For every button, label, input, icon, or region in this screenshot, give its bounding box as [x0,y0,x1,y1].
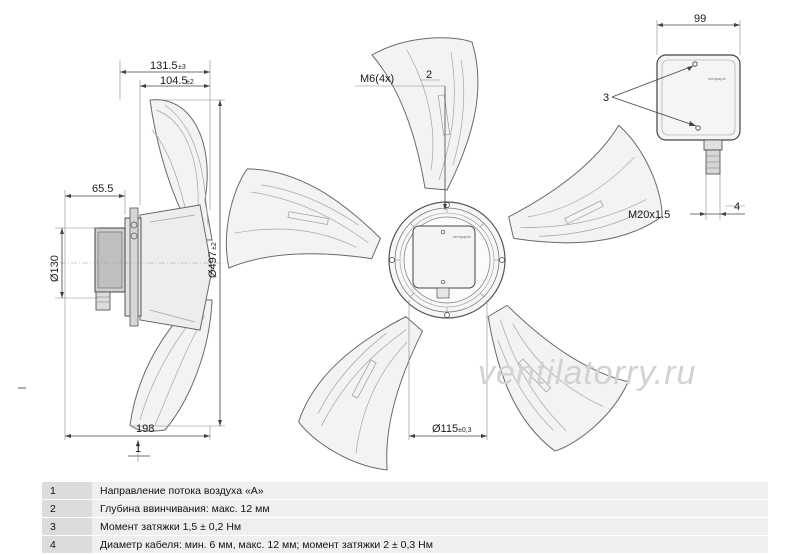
watermark-text: ventilatorry.ru [478,354,696,392]
dim-hub-diameter: Ø115 [432,423,458,435]
dim-depth-overall: 131.5 [150,60,178,72]
box-brand-label: ebmpapst [708,76,726,81]
side-view: 131.5 ±3 104.5 ±2 65.5 Ø130 Ø497 ±2 [18,60,225,462]
legend-row: 1 Направление потока воздуха «A» [42,482,768,500]
legend-text: Диаметр кабеля: мин. 6 мм, макс. 12 мм; … [92,535,768,554]
dim-box-width: 99 [694,13,706,25]
dim-depth-overall-tol: ±3 [178,64,186,71]
side-blade-upper [149,99,213,241]
callout-2: 2 [426,69,432,81]
dim-depth-blades: 104.5 [160,75,188,87]
side-blade-lower [129,299,213,432]
callout-4: 4 [734,201,740,213]
front-view: ebmpapst [211,37,669,478]
callout-1: 1 [135,443,141,455]
legend-row: 3 Момент затяжки 1,5 ± 0,2 Нм [42,517,768,536]
legend-num: 2 [42,499,92,518]
legend-row: 2 Глубина ввинчивания: макс. 12 мм [42,499,768,518]
dim-gland-thread: M20x1.5 [628,209,670,221]
terminal-box-detail: 99 ebmpapst 3 M20x1.5 4 [603,13,745,221]
legend-table: 1 Направление потока воздуха «A» 2 Глуби… [42,482,768,554]
dim-fan-diameter-tol: ±2 [211,242,218,250]
dim-screw-spec: M6(4x) [360,73,394,85]
legend-num: 1 [42,482,92,500]
legend-num: 3 [42,517,92,536]
dim-depth-blades-tol: ±2 [186,79,194,86]
dim-motor-offset: 65.5 [92,183,113,195]
front-dimensions: M6(4x) 2 Ø115 ±0,3 [355,69,488,440]
fan-dimension-drawing: 131.5 ±3 104.5 ±2 65.5 Ø130 Ø497 ±2 [18,13,745,478]
terminal-box [656,54,741,141]
callout-3: 3 [603,92,609,104]
legend-text: Глубина ввинчивания: макс. 12 мм [92,499,768,518]
dim-fan-diameter: Ø497 [207,251,219,278]
legend-text: Направление потока воздуха «A» [92,482,768,500]
hub-brand-label: ebmpapst [453,234,471,239]
dim-overall-length: 198 [136,423,154,435]
legend-num: 4 [42,535,92,554]
dim-hub-diameter-tol: ±0,3 [458,427,472,434]
dim-motor-diameter: Ø130 [49,255,61,282]
legend-row: 4 Диаметр кабеля: мин. 6 мм, макс. 12 мм… [42,535,768,554]
legend-text: Момент затяжки 1,5 ± 0,2 Нм [92,517,768,536]
